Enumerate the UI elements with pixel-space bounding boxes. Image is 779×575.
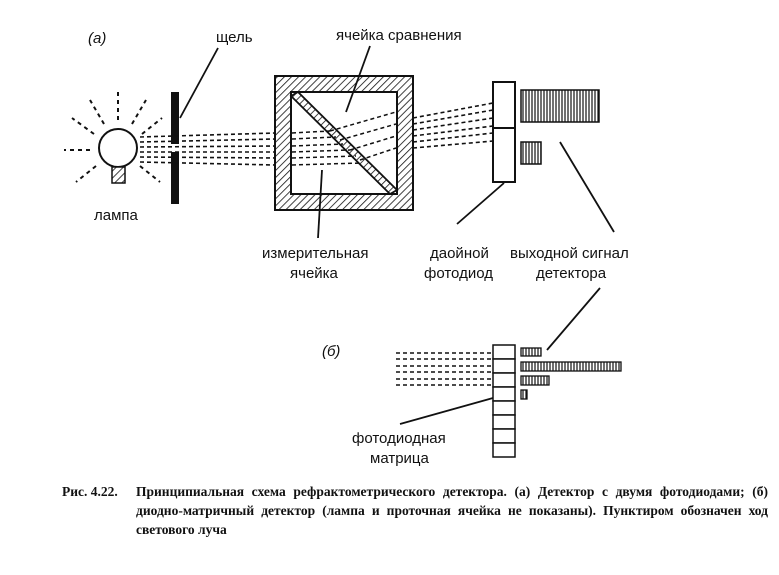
dual-photodiode-leader <box>456 182 505 225</box>
output-signal-leader-b <box>546 287 601 351</box>
light-beam-b <box>396 352 493 386</box>
photodiode-array <box>492 344 516 458</box>
measuring-cell-leader <box>317 169 323 239</box>
photodiode-array-leader <box>399 397 494 425</box>
photodiode-array-label-1: фотодиодная <box>352 430 446 447</box>
photodiode-array-label-2: матрица <box>370 450 430 467</box>
dual-photodiode-label-2: фотодиод <box>424 265 493 282</box>
figure-caption-text: Принципиальная схема рефрактометрическог… <box>136 484 768 537</box>
part-b-label: (б) <box>322 343 340 360</box>
output-signal-label-1: выходной сигнал <box>510 245 629 262</box>
output-signal-label-2: детектора <box>536 265 607 282</box>
slit <box>171 92 179 204</box>
figure-caption: Рис. 4.22. Принципиальная схема рефракто… <box>62 482 768 539</box>
output-signal-bars-b <box>520 347 622 400</box>
light-beam-in-cell <box>291 111 397 166</box>
measuring-cell-label-1: измерительная <box>262 245 369 262</box>
measuring-cell-label-2: ячейка <box>290 265 339 282</box>
lamp-label: лампа <box>94 207 139 224</box>
part-a-label: (а) <box>88 30 106 47</box>
figure-number: Рис. 4.22. <box>62 484 118 499</box>
lamp <box>64 92 163 184</box>
cell-partition <box>289 90 399 196</box>
dual-photodiode-label-1: даойной <box>430 245 489 262</box>
reference-cell-label: ячейка сравнения <box>336 27 462 44</box>
reference-cell-leader <box>345 45 371 113</box>
slit-label: щель <box>216 29 253 46</box>
light-beam-in <box>139 132 276 166</box>
output-signal-leader <box>559 141 615 233</box>
flow-cell <box>274 75 414 211</box>
slit-leader <box>179 47 219 119</box>
dual-photodiode <box>492 81 516 183</box>
light-beam-out <box>412 102 494 149</box>
output-signal-bars-a <box>520 89 600 165</box>
